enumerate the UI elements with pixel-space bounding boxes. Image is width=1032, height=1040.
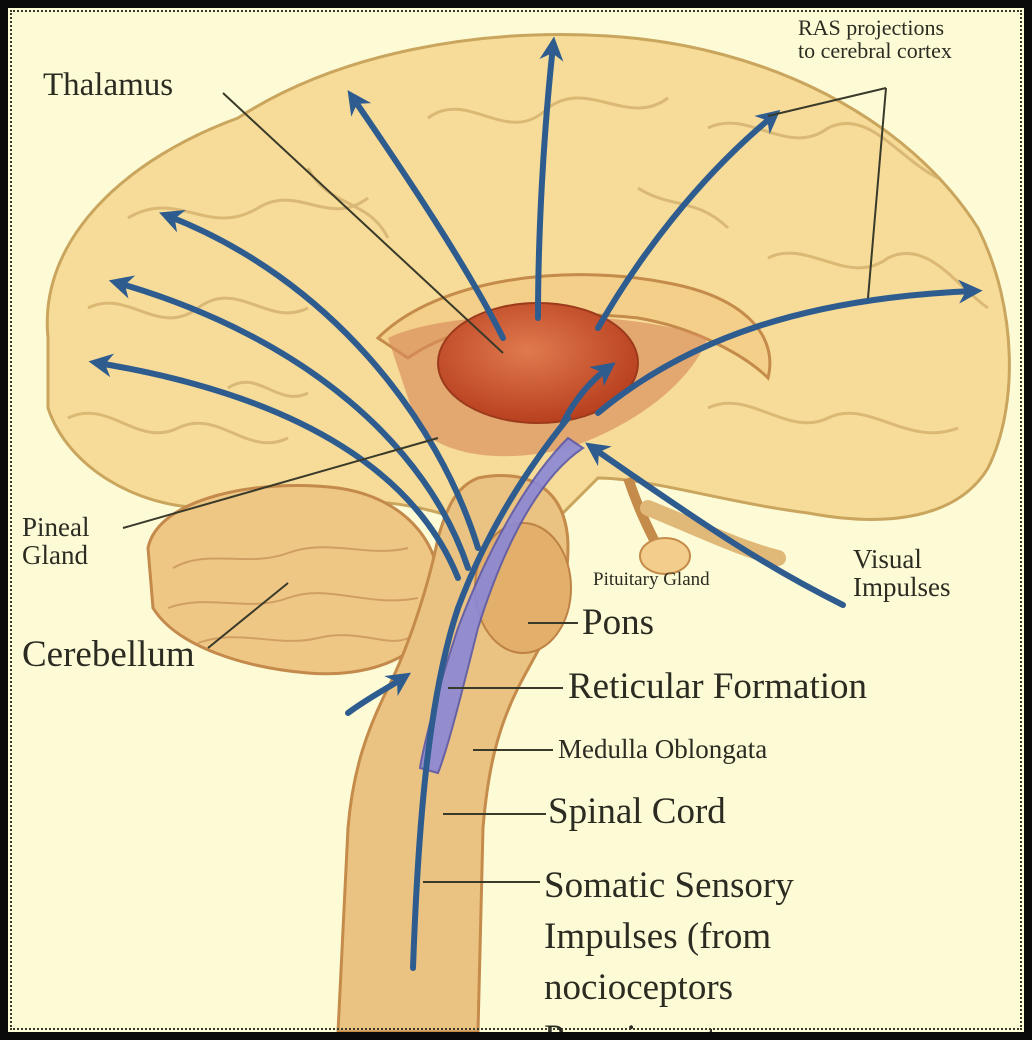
pineal-line2: Gland — [22, 540, 88, 571]
reticular-formation-label: Reticular Formation — [568, 666, 868, 707]
pineal-gland-label: Pineal Gland — [22, 513, 90, 570]
thalamus-label: Thalamus — [43, 67, 174, 103]
ras-pathways — [88, 36, 983, 971]
pineal-line1: Pineal — [22, 512, 90, 542]
somatic-line2: Impulses (from — [544, 916, 772, 958]
pituitary-shape — [639, 537, 691, 575]
ras-projections-line2: to cerebral cortex — [798, 38, 952, 64]
reticular-formation — [418, 436, 585, 775]
somatic-line4: Proprioceptors — [544, 1018, 762, 1040]
spinal-cord-label: Spinal Cord — [548, 791, 726, 832]
leader-lines — [122, 87, 887, 883]
visual-line1: Visual — [853, 544, 922, 574]
ras-projections-line1: RAS projections — [798, 15, 945, 40]
pons-label: Pons — [582, 602, 654, 643]
visual-line2: Impulses — [853, 572, 951, 603]
ras-projections-label: RAS projections to cerebral cortex — [798, 16, 952, 62]
medulla-oblongata-label: Medulla Oblongata — [558, 734, 768, 764]
optic-nerve — [640, 500, 786, 566]
cerebellum-label: Cerebellum — [22, 634, 195, 675]
somatic-line1: Somatic Sensory — [544, 865, 794, 906]
somatic-sensory-label: Somatic Sensory Impulses (from nociocept… — [544, 860, 794, 1040]
cerebellum-folia — [167, 546, 419, 644]
somatic-line3: nocioceptors — [544, 967, 734, 1009]
brain-illustration — [45, 33, 1011, 1032]
pituitary-gland-label: Pituitary Gland — [593, 569, 710, 590]
visual-impulses-label: Visual Impulses — [853, 545, 951, 602]
